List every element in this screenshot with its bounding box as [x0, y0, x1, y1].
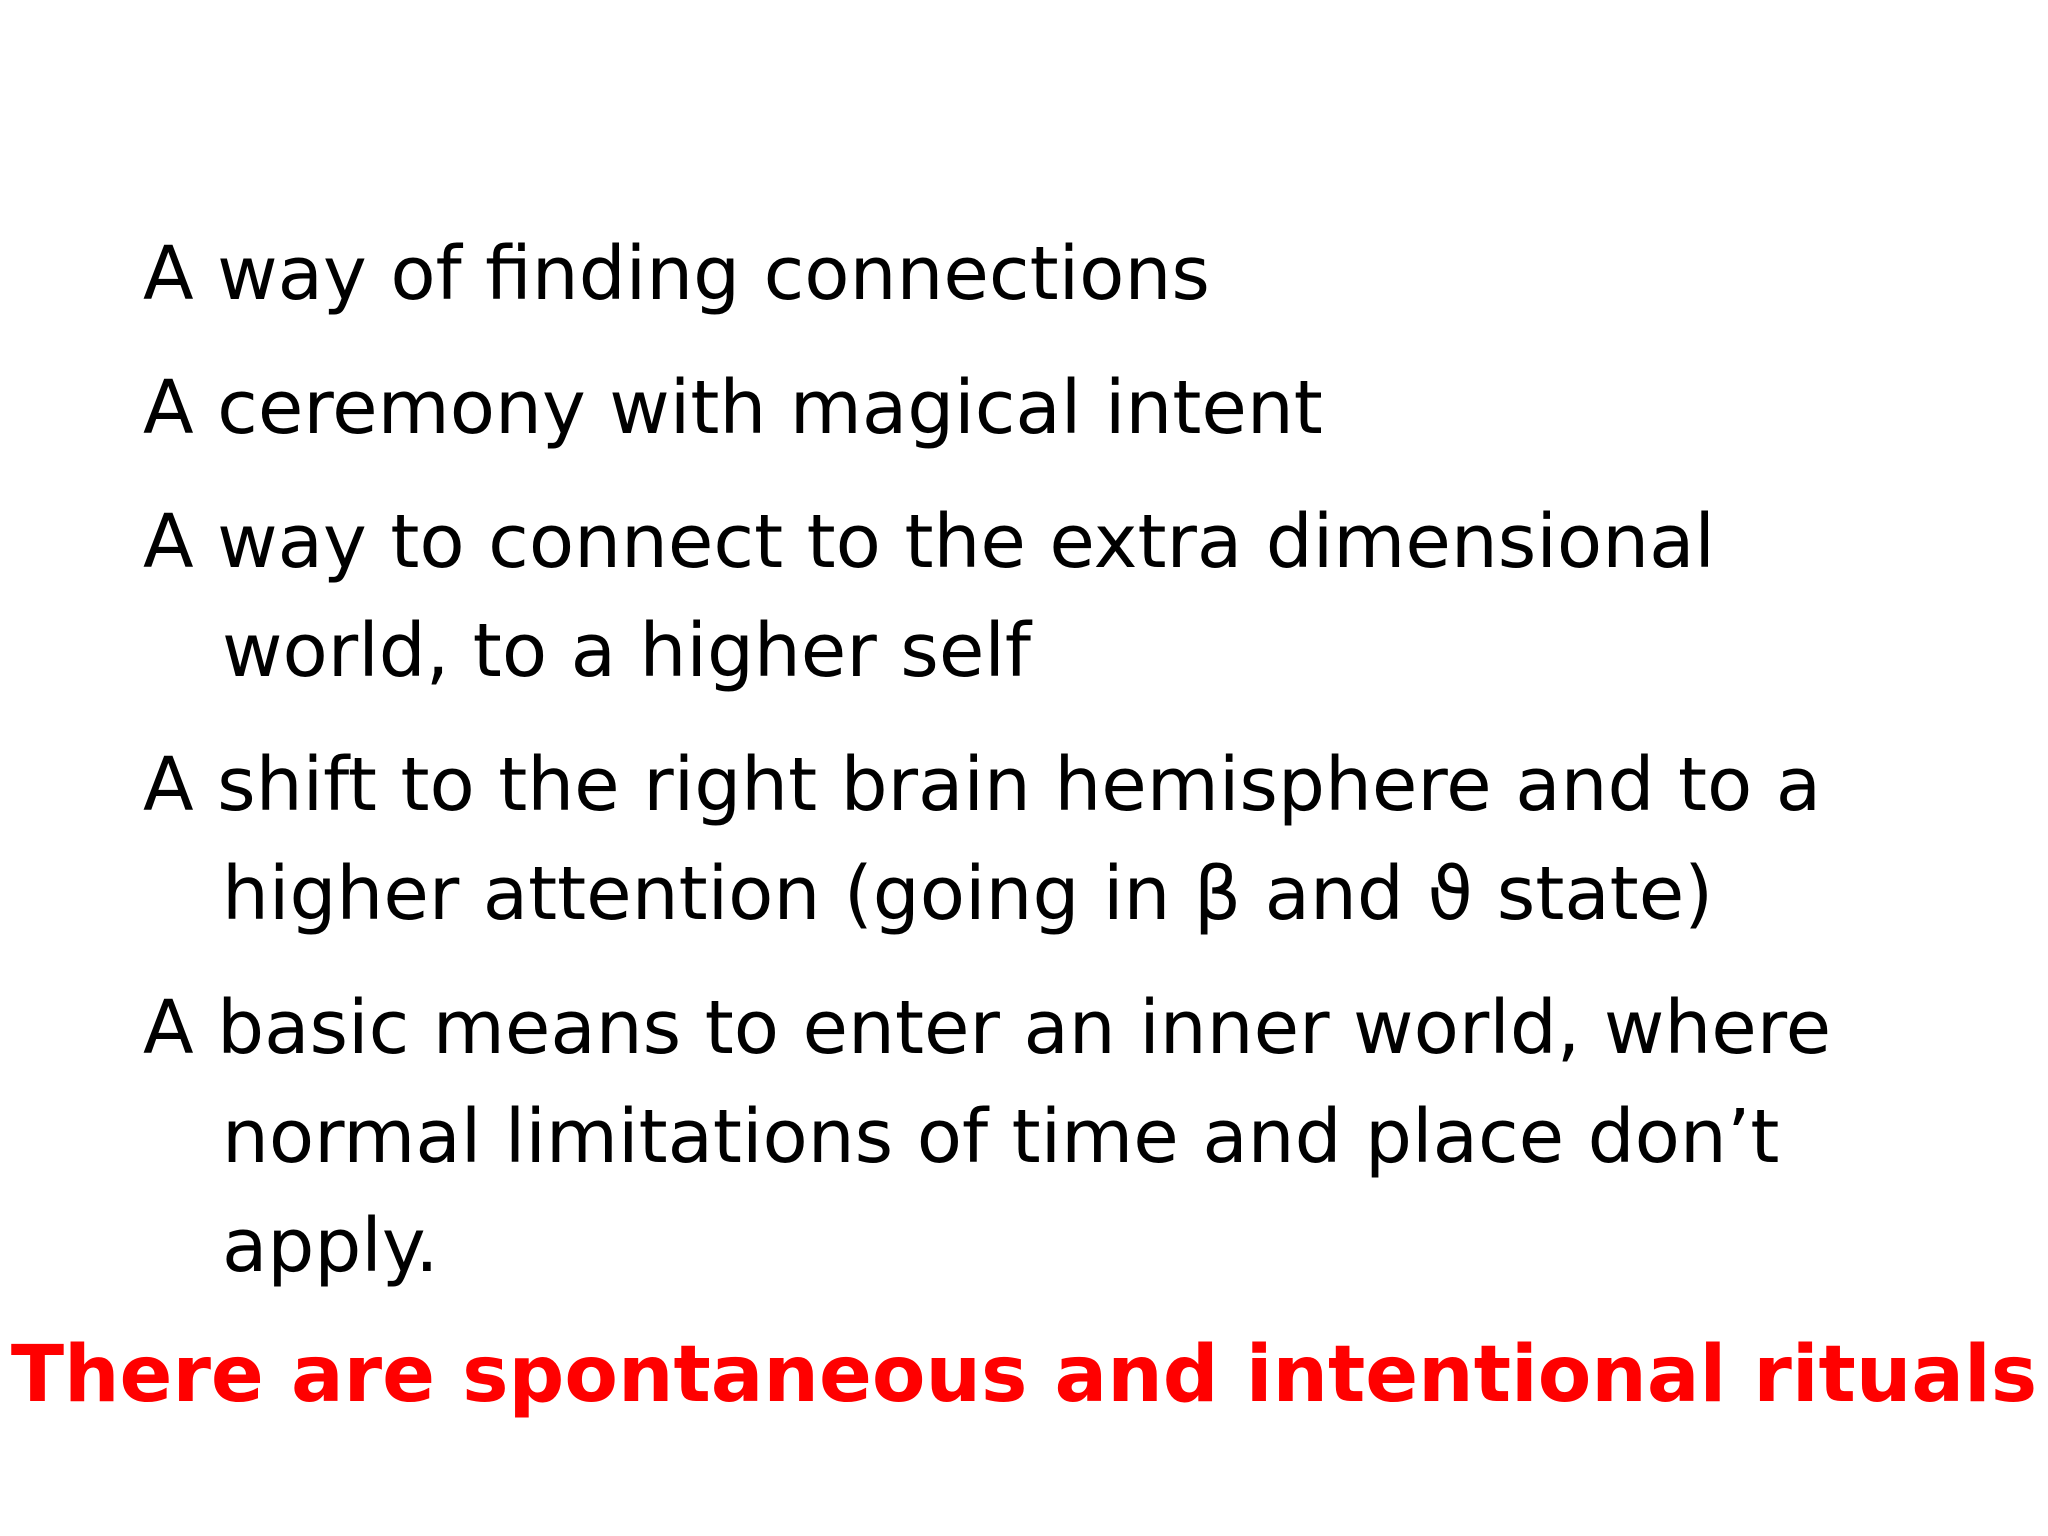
bullet-item-ceremony: A ceremony with magical intent [143, 365, 1323, 451]
bullet-item-right-brain: A shift to the right brain hemisphere an… [143, 742, 1822, 937]
callout-text: There are spontaneous and intentional ri… [10, 1330, 2038, 1420]
bullet-item-inner-world: A basic means to enter an inner world, w… [143, 985, 1832, 1289]
bullet-item-extra-dimensional: A way to connect to the extra dimensiona… [143, 499, 1715, 694]
bullet-item-connections: A way of finding connections [143, 231, 1210, 317]
bullet-list: A way of finding connections A ceremony … [143, 220, 1963, 1326]
